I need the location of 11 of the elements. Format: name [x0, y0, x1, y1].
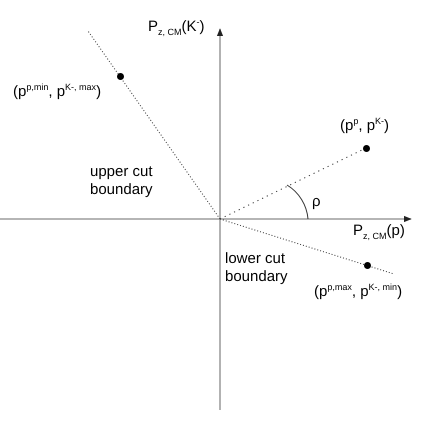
axis-label: P$_{z, CM}$(p)	[353, 222, 405, 240]
data-point	[364, 262, 370, 268]
point-label: (p$^{p,max}$, p$^{K-, min}$)	[314, 283, 402, 301]
data-point	[362, 144, 370, 152]
point-label: (p$^{p,min}$, p$^{K-, max}$)	[13, 83, 102, 101]
boundary-label: upper cut boundary	[90, 163, 154, 199]
boundary-label: lower cut boundary	[225, 250, 289, 286]
angle-label: ρ	[312, 193, 321, 211]
data-point	[116, 72, 124, 80]
point-label: (p$^{p}$, p$^{K-}$)	[340, 117, 390, 135]
axis-label: P$_{z, CM}$(K$^{-}$)	[148, 18, 205, 36]
